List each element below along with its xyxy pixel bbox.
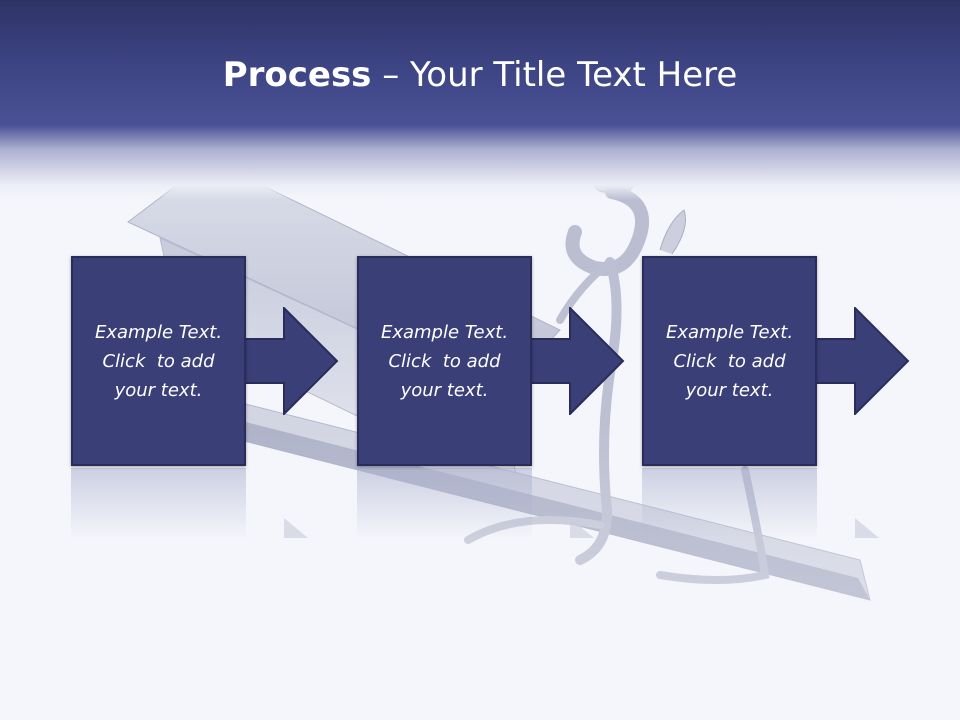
step-2-line-3: your text. — [400, 379, 489, 401]
step-1-reflection — [71, 468, 246, 540]
title-rest: – Your Title Text Here — [371, 55, 738, 95]
step-3-line-2: Click to add — [673, 350, 786, 372]
step-2-reflection — [357, 468, 532, 540]
arrow-3-reflection — [855, 518, 879, 538]
arrow-1-reflection — [284, 518, 308, 538]
step-1-line-2: Click to add — [102, 350, 215, 372]
slide-title[interactable]: Process – Your Title Text Here — [0, 54, 960, 96]
step-box-3[interactable]: Example Text. Click to add your text. — [642, 256, 817, 466]
arrow-right-icon — [529, 307, 625, 415]
step-1-line-3: your text. — [114, 379, 203, 401]
title-bar: Process – Your Title Text Here — [0, 0, 960, 200]
step-2-line-2: Click to add — [388, 350, 501, 372]
step-2-line-1: Example Text. — [380, 321, 509, 343]
step-2-text: Example Text. Click to add your text. — [370, 318, 520, 405]
step-1-line-1: Example Text. — [94, 321, 223, 343]
step-box-1[interactable]: Example Text. Click to add your text. — [71, 256, 246, 466]
step-3-text: Example Text. Click to add your text. — [655, 318, 805, 405]
arrow-2-reflection — [570, 518, 594, 538]
title-bold: Process — [222, 55, 372, 95]
step-3-line-3: your text. — [685, 379, 774, 401]
step-box-2[interactable]: Example Text. Click to add your text. — [357, 256, 532, 466]
step-1-text: Example Text. Click to add your text. — [84, 318, 234, 405]
step-3-reflection — [642, 468, 817, 540]
arrow-right-icon — [814, 307, 910, 415]
arrow-right-icon — [243, 307, 339, 415]
step-3-line-1: Example Text. — [665, 321, 794, 343]
